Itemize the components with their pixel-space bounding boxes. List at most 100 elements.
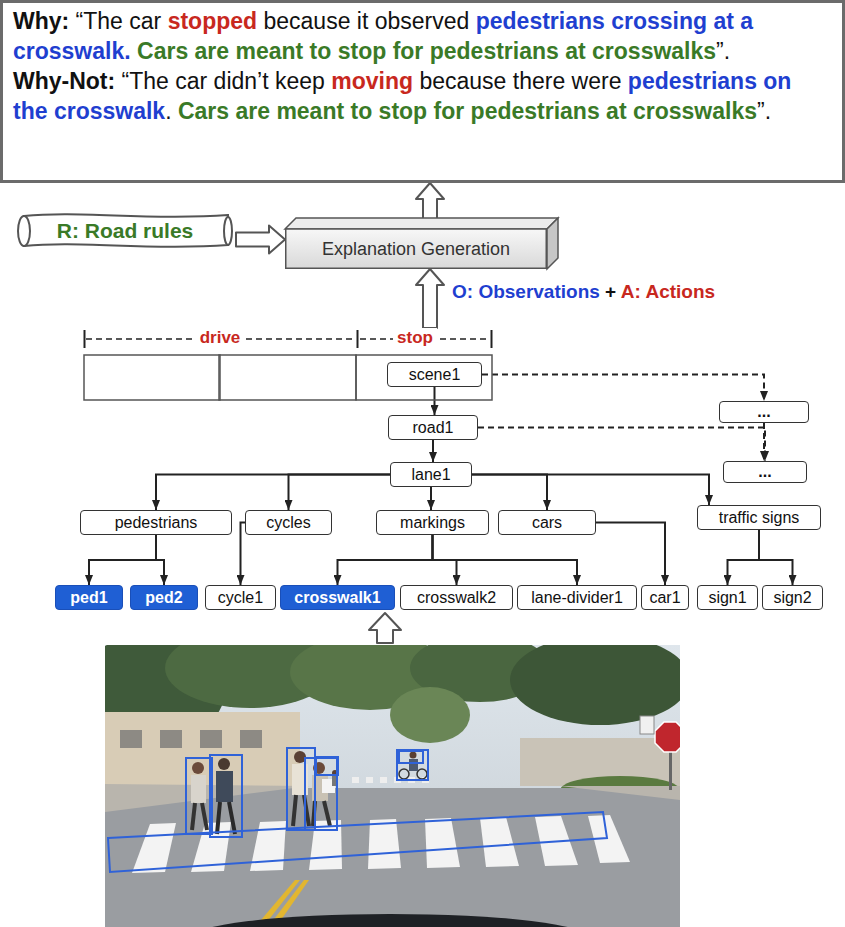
- tree-arrow: [728, 530, 760, 585]
- tree-arrow: [596, 523, 665, 586]
- node-label: cycles: [266, 514, 310, 532]
- tree-arrow: [338, 535, 433, 585]
- crosswalk-stripes: [132, 815, 630, 927]
- explanation-text: Cars are meant to stop for pedestrians a…: [178, 98, 757, 124]
- pedestrian: [202, 803, 207, 830]
- building: [240, 730, 262, 748]
- tree-arrow: [433, 535, 578, 585]
- arrow-label-group: O: Observations + A: Actions: [452, 281, 715, 303]
- node-label: traffic signs: [719, 509, 800, 527]
- car-hood: [190, 914, 590, 927]
- explanation-text: ”.: [757, 98, 771, 124]
- node-label: ...: [758, 463, 771, 481]
- arrow-label: A: Actions: [621, 281, 715, 302]
- crosswalk-stripes: [368, 819, 401, 869]
- box-front-face: [286, 229, 547, 268]
- cyclist: [417, 769, 427, 779]
- pedestrian: [293, 795, 296, 826]
- block-arrow: [416, 269, 444, 328]
- building: [200, 730, 222, 748]
- timeline-tick: [491, 330, 493, 348]
- road: [105, 784, 310, 812]
- tree: [390, 687, 470, 743]
- bounding-box: [316, 757, 338, 775]
- cyclist: [399, 752, 427, 780]
- node-label: pedestrians: [115, 514, 198, 532]
- category-node: cycles: [245, 510, 332, 535]
- explanation-text: moving: [331, 68, 413, 94]
- phase-label: drive: [196, 328, 245, 348]
- object-node: sign1: [697, 585, 758, 610]
- road: [380, 777, 387, 783]
- explanation-text: “The car didn’t keep: [122, 68, 325, 94]
- explanation-text: .: [165, 98, 171, 124]
- tree-arrow: [289, 475, 391, 511]
- explanation-text: Why-Not:: [13, 68, 115, 94]
- pedestrian: [218, 758, 230, 770]
- explanation-text: stopped: [168, 8, 257, 34]
- highlighted-object-node: ped1: [55, 585, 123, 610]
- tree-arrow: [434, 387, 436, 415]
- arrow-label: +: [605, 281, 616, 302]
- tree-arrow: [430, 487, 432, 510]
- node-label: cars: [532, 514, 562, 532]
- scroll-outline: [24, 214, 228, 247]
- node-label: scene1: [409, 366, 461, 384]
- lane-node: lane1: [390, 462, 472, 487]
- node-label: Explanation Generation: [322, 239, 510, 260]
- crosswalk-stripes: [425, 818, 460, 868]
- explanation-text: Cars are meant to stop for pedestrians a…: [137, 38, 716, 64]
- stop-sign: [655, 722, 680, 752]
- pedestrian: [229, 802, 235, 834]
- node-label: road1: [413, 419, 454, 437]
- bounding-box: [397, 750, 428, 780]
- road-rules-scroll: R: Road rules: [14, 212, 236, 250]
- tree-arrow: [472, 475, 547, 511]
- explanation-text: because it observed: [263, 8, 469, 34]
- category-node: pedestrians: [80, 510, 232, 535]
- explanation-generation-box: Explanation Generation: [285, 229, 547, 269]
- highlighted-object-node: ped2: [130, 585, 198, 610]
- crosswalk-stripes: [132, 823, 176, 873]
- category-node: markings: [376, 510, 489, 535]
- node-label: ped1: [70, 589, 107, 607]
- timeline-cell: [356, 355, 492, 400]
- tree-arrow: [432, 440, 434, 462]
- object-node: crosswalk2: [400, 585, 513, 610]
- cyclist: [399, 769, 409, 779]
- object-node: lane-divider1: [517, 585, 637, 610]
- object-node: sign2: [762, 585, 823, 610]
- node-label: ped2: [145, 589, 182, 607]
- arrow-label: O: Observations: [452, 281, 600, 302]
- road-node: road1: [388, 415, 478, 440]
- dashed-arrow: [482, 375, 764, 402]
- explanation-text: Why:: [13, 8, 69, 34]
- bounding-box: [399, 751, 423, 763]
- node-label: R: Road rules: [57, 219, 194, 243]
- node-label: markings: [400, 514, 465, 532]
- node-label: crosswalk1: [294, 589, 380, 607]
- tree-arrow: [472, 475, 709, 506]
- bounding-box: [108, 812, 607, 872]
- explanation-text: ”.: [716, 38, 730, 64]
- explanation-text-box: Why: “The car stopped because it observe…: [0, 0, 845, 183]
- highlighted-object-node: crosswalk1: [280, 585, 395, 610]
- category-node: traffic signs: [697, 505, 821, 530]
- stop-sign: [640, 716, 654, 734]
- ellipsis-node: ...: [723, 461, 807, 483]
- timeline-tick: [84, 330, 86, 348]
- explanation-text: because there were: [419, 68, 621, 94]
- scroll-roll: [18, 216, 30, 246]
- node-label: ...: [757, 403, 770, 421]
- object-node: cycle1: [205, 585, 276, 610]
- road: [366, 777, 373, 783]
- explanation-text: “The car: [76, 8, 162, 34]
- object-node: car1: [641, 585, 689, 610]
- bounding-box: [210, 755, 242, 837]
- timeline-bar: drivestopscene1: [83, 328, 493, 402]
- pedestrian: [191, 775, 206, 803]
- pedestrian: [192, 803, 195, 830]
- tree: [510, 645, 680, 725]
- node-label: lane1: [411, 466, 450, 484]
